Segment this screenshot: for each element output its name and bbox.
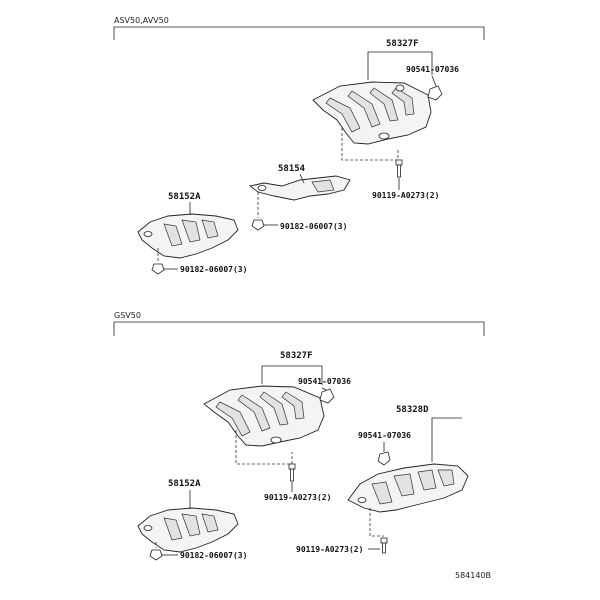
- heat-insulator-58152a-bottom: [137, 507, 239, 553]
- label-58327f-bottom: 58327F: [280, 351, 313, 361]
- diagram-code: 584140B: [455, 571, 491, 580]
- label-90541-bottom-b: 90541-07036: [358, 431, 411, 440]
- label-90541-bottom-a: 90541-07036: [298, 377, 351, 386]
- grommet-90541-top: [427, 85, 443, 101]
- bolt-90119-bottom-a: [288, 463, 296, 482]
- label-90119-bottom-a: 90119-A0273(2): [264, 493, 331, 502]
- leader-58327f-bottom: [261, 365, 323, 385]
- bolt-90119-top: [395, 159, 403, 178]
- label-58152a-bottom: 58152A: [168, 479, 201, 489]
- grommet-90541-bottom-b: [377, 451, 391, 466]
- dashed-guide-58327f-bottom: [235, 430, 293, 465]
- section-bracket-top: [113, 26, 485, 40]
- dashed-guide-58328d: [369, 508, 384, 537]
- leader-58327f-top: [367, 51, 433, 80]
- label-58327f-top: 58327F: [386, 39, 419, 49]
- heat-insulator-58327f-bottom: [203, 385, 325, 447]
- nut-90182-top-a: [251, 219, 265, 231]
- grommet-90541-bottom-a: [319, 388, 335, 404]
- bolt-90119-bottom-b: [380, 537, 388, 554]
- label-90182-bottom: 90182-06007(3): [180, 551, 247, 560]
- heat-insulator-58152a-top: [137, 213, 239, 259]
- leader-58154: [299, 173, 305, 184]
- heat-insulator-58154: [248, 175, 351, 201]
- section-label-bottom: GSV50: [114, 311, 141, 320]
- label-58328d: 58328D: [396, 405, 429, 415]
- leader-90541-top: [431, 75, 437, 87]
- label-90182-top-a: 90182-06007(3): [280, 222, 347, 231]
- section-bracket-bottom: [113, 321, 485, 336]
- leader-58328d: [431, 417, 462, 462]
- section-label-top: ASV50,AVV50: [114, 16, 169, 25]
- label-58152a-top: 58152A: [168, 192, 201, 202]
- label-90541-top: 90541-07036: [406, 65, 459, 74]
- heat-insulator-58328d: [347, 463, 469, 513]
- leader-90541-bottom-a: [321, 387, 327, 391]
- heat-insulator-58327f-top: [312, 81, 432, 145]
- label-90182-top-b: 90182-06007(3): [180, 265, 247, 274]
- label-58154: 58154: [278, 164, 306, 174]
- nut-90182-bottom: [149, 549, 163, 561]
- label-90119-top: 90119-A0273(2): [372, 191, 439, 200]
- nut-90182-top-b: [151, 263, 165, 275]
- dashed-guide-58327f-top: [341, 128, 399, 161]
- label-90119-bottom-b: 90119-A0273(2): [296, 545, 363, 554]
